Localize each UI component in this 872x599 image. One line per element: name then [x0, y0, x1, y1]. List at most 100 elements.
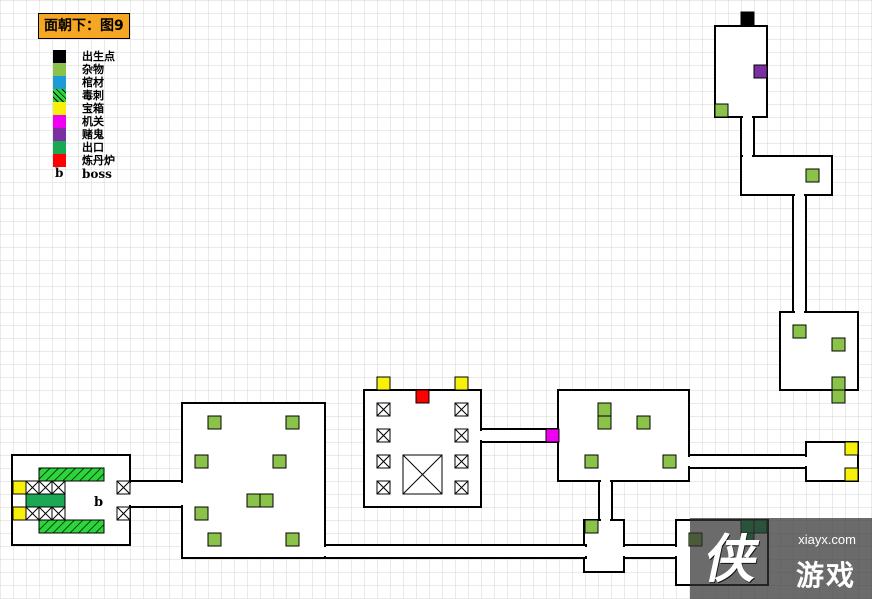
item-tile: [194, 506, 209, 521]
room: [181, 402, 326, 559]
chest-tile: [454, 376, 469, 391]
x-stroke: [38, 480, 53, 495]
crate-box: [454, 428, 469, 443]
door-gap: [479, 431, 483, 440]
hatched-square-icon: [53, 89, 66, 102]
item-tile: [285, 532, 300, 547]
map-title: 面朝下：图9: [38, 13, 130, 39]
crate-box: [454, 454, 469, 469]
crate-box: [25, 506, 40, 521]
legend-row-switch: 机关: [50, 115, 170, 128]
x-stroke: [402, 454, 443, 495]
x-stroke: [454, 428, 469, 443]
trap-strip: [38, 467, 105, 482]
corridor: [324, 544, 587, 559]
exit-band: [25, 493, 66, 508]
chest-tile: [376, 376, 391, 391]
legend-row-spawn: 出生点: [50, 50, 170, 63]
item-tile: [714, 103, 729, 118]
item-tile: [259, 493, 274, 508]
crate-box: [454, 480, 469, 495]
purple-square-icon: [53, 128, 66, 141]
item-tile: [285, 415, 300, 430]
legend-label: 赌鬼: [82, 128, 104, 141]
chest-tile: [12, 480, 27, 495]
x-stroke: [454, 454, 469, 469]
crate-box: [376, 454, 391, 469]
crate-box: [51, 506, 66, 521]
legend-label: 出生点: [82, 50, 115, 63]
furnace-tile: [415, 389, 430, 404]
chest-tile: [12, 506, 27, 521]
black-square-icon: [53, 50, 66, 63]
x-stroke: [116, 480, 131, 495]
switch-tile: [545, 428, 560, 443]
item-tile: [584, 454, 599, 469]
door-gap: [674, 547, 678, 556]
x-stroke: [38, 506, 53, 521]
watermark-url: xiayx.com: [798, 532, 856, 547]
item-tile: [584, 519, 599, 534]
legend-row-ghost: 赌鬼: [50, 128, 170, 141]
legend-label: 杂物: [82, 63, 104, 76]
item-tile: [831, 376, 846, 391]
room: [779, 311, 859, 391]
x-stroke: [51, 506, 66, 521]
item-tile: [272, 454, 287, 469]
corridor: [598, 480, 613, 521]
legend-row-furnace: 炼丹炉: [50, 154, 170, 167]
ghost-marker: [753, 64, 768, 79]
door-gap: [687, 457, 691, 466]
spawn-marker: [740, 11, 755, 26]
x-stroke: [116, 506, 131, 521]
door-gap: [795, 310, 804, 314]
corridor: [740, 116, 755, 157]
legend-label: 炼丹炉: [82, 154, 115, 167]
chest-tile: [844, 467, 859, 482]
crate-box: [116, 506, 131, 521]
crate-box: [38, 506, 53, 521]
watermark-name: 游戏: [795, 559, 856, 592]
corridor: [792, 194, 807, 313]
x-stroke: [376, 428, 391, 443]
door-gap: [795, 193, 804, 197]
legend: 出生点 杂物 棺材 毒刺 宝箱 机关 赌鬼 出口 炼丹炉 b boss: [50, 50, 170, 181]
crate-box: [25, 480, 40, 495]
item-tile: [194, 454, 209, 469]
door-gap: [622, 547, 626, 556]
x-stroke: [454, 480, 469, 495]
legend-row-chest: 宝箱: [50, 102, 170, 115]
magenta-square-icon: [53, 115, 66, 128]
chest-tile: [844, 441, 859, 456]
darkgreen-square-icon: [53, 141, 66, 154]
door-gap: [584, 547, 588, 556]
x-stroke: [25, 506, 40, 521]
item-tile: [246, 493, 261, 508]
crate-box: [376, 402, 391, 417]
legend-row-item: 杂物: [50, 63, 170, 76]
trap-strip: [38, 519, 105, 534]
legend-row-coffin: 棺材: [50, 76, 170, 89]
legend-label: 宝箱: [82, 102, 104, 115]
crate-box: [376, 480, 391, 495]
x-stroke: [376, 454, 391, 469]
item-tile: [207, 415, 222, 430]
legend-row-exit: 出口: [50, 141, 170, 154]
crate-box: [116, 480, 131, 495]
door-gap: [180, 483, 184, 505]
crate-box: [38, 480, 53, 495]
x-stroke: [25, 480, 40, 495]
door-gap: [743, 115, 752, 119]
red-square-icon: [53, 154, 66, 167]
watermark-logo: 侠: [699, 530, 765, 590]
site-watermark: 侠 xiayx.com 游戏: [690, 518, 872, 599]
item-tile: [831, 389, 846, 404]
item-tile: [207, 532, 222, 547]
legend-label: 毒刺: [82, 89, 104, 102]
item-tile: [597, 415, 612, 430]
door-gap: [323, 547, 327, 556]
crate-box: [376, 428, 391, 443]
corridor: [129, 480, 183, 508]
legend-label: 出口: [82, 141, 104, 154]
legend-row-trap: 毒刺: [50, 89, 170, 102]
